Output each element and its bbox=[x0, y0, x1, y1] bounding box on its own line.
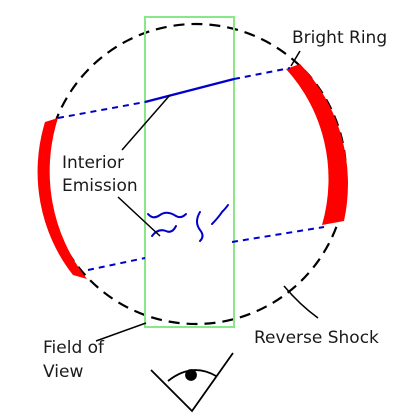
upper-sightline bbox=[57, 67, 291, 119]
bright-ring-label: Bright Ring bbox=[292, 28, 387, 48]
field-of-view-label-line2: View bbox=[43, 362, 83, 382]
reverse-shock-label: Reverse Shock bbox=[254, 328, 379, 348]
reverse-shock-leader bbox=[283, 285, 319, 319]
interior-emission-label-line2: Emission bbox=[62, 176, 138, 196]
bright-ring-leader bbox=[290, 50, 301, 67]
bright-ring-arc-left bbox=[37, 118, 87, 279]
interior-emission-leader-lower bbox=[117, 196, 161, 237]
field-of-view-rectangle bbox=[144, 16, 235, 328]
interior-emission-label-line1: Interior bbox=[62, 153, 124, 173]
lower-sightline bbox=[87, 226, 325, 271]
field-of-view-leader bbox=[95, 322, 147, 342]
field-of-view-label-line1: Field of bbox=[43, 338, 105, 358]
interior-emission-leader-upper bbox=[121, 94, 171, 151]
eye-icon bbox=[150, 352, 234, 413]
bright-ring-arc-right bbox=[286, 64, 348, 225]
